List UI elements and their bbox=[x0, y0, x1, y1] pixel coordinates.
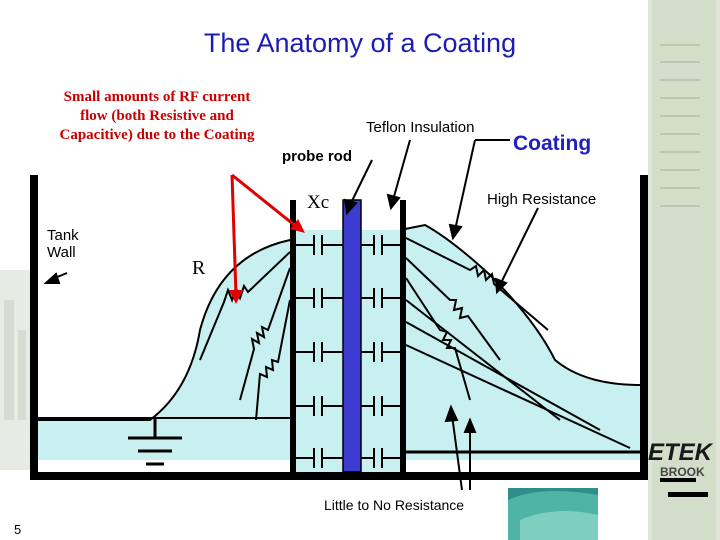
rf-current-arrows bbox=[229, 173, 305, 304]
resistor-chains-right bbox=[405, 237, 631, 449]
tank-wall-right bbox=[640, 175, 648, 480]
tank-wall-left bbox=[30, 175, 38, 480]
slide-title: The Anatomy of a Coating bbox=[203, 28, 517, 58]
logo-text-bottom: BROOK bbox=[660, 465, 705, 479]
little-resistance-label: Little to No Resistance bbox=[324, 497, 465, 513]
probe-rod bbox=[342, 199, 362, 473]
pointer-arrows bbox=[43, 139, 539, 491]
insulation-plate-left bbox=[290, 200, 296, 472]
insulation-plate-right bbox=[400, 200, 406, 472]
xc-label: Xc bbox=[307, 192, 330, 213]
page-number: 5 bbox=[14, 522, 22, 537]
teflon-insulation-label: Teflon Insulation bbox=[366, 119, 475, 136]
probe-rod-label: probe rod bbox=[282, 148, 352, 165]
tank-wall-label: Tank Wall bbox=[47, 227, 79, 261]
rf-current-note: Small amounts of RF current flow (both R… bbox=[59, 89, 255, 143]
tank-wall-bottom bbox=[30, 472, 648, 480]
company-logo: ETEK BROOK bbox=[648, 439, 714, 497]
coating-label: Coating bbox=[513, 132, 592, 155]
high-resistance-label: High Resistance bbox=[487, 191, 597, 208]
capacitor-symbols bbox=[296, 235, 400, 468]
r-label: R bbox=[192, 257, 206, 279]
logo-text-top: ETEK bbox=[648, 439, 714, 466]
liquid-and-coating bbox=[36, 223, 641, 472]
ground-icon bbox=[128, 418, 182, 466]
